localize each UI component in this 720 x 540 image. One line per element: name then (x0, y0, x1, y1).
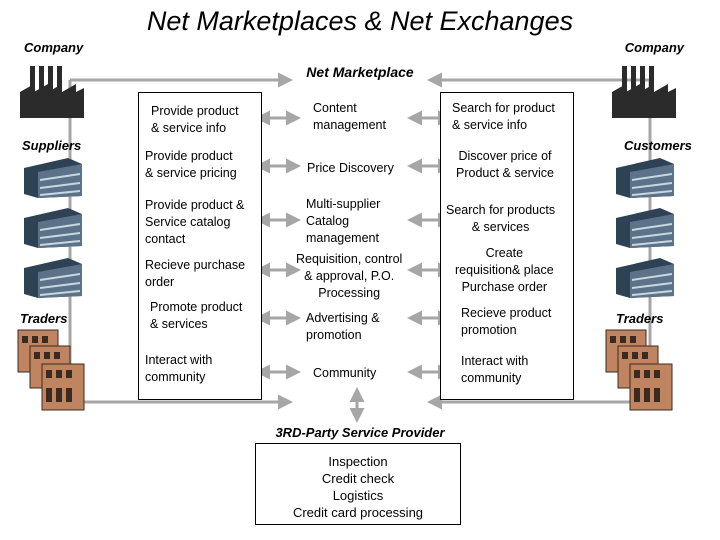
right-function-1: Search for product & service info (452, 101, 555, 132)
supplier-functions-box (138, 92, 262, 400)
customer-functions-box (440, 92, 574, 400)
company-label-left: Company (24, 40, 84, 55)
left-function-1: Provide product & service info (151, 104, 239, 135)
factory-icon (20, 66, 84, 118)
left-function-4: Recieve purchase order (145, 258, 246, 289)
traders-label-left: Traders (20, 311, 68, 326)
factory-icon (612, 66, 676, 118)
mid-function-5: Advertising & promotion (306, 311, 380, 342)
mid-function-6: Community (313, 366, 377, 380)
storefront-icon (605, 329, 673, 411)
third-party-services: Inspection Credit check Logistics Credit… (255, 453, 461, 521)
right-function-6: Interact with community (461, 354, 529, 385)
left-function-6: Interact with community (145, 353, 213, 384)
page-title: Net Marketplaces & Net Exchanges (146, 6, 574, 36)
mid-function-3: Multi-supplier Catalog management (306, 197, 381, 245)
right-function-3: Search for products & services (446, 203, 556, 234)
left-function-3: Provide product & Service catalog contac… (145, 198, 245, 246)
suppliers-label: Suppliers (22, 138, 82, 153)
office-building-icon (24, 158, 82, 198)
office-building-icon (24, 208, 82, 248)
right-function-4: Create requisition& place Purchase order (455, 246, 554, 294)
mid-function-2: Price Discovery (307, 161, 394, 175)
mid-function-4: Requisition, control & approval, P.O. Pr… (296, 252, 403, 300)
service-credit-card: Credit card processing (292, 505, 424, 520)
right-function-5: Recieve product promotion (461, 306, 552, 337)
left-function-5: Promote product & services (150, 300, 243, 331)
company-label-right: Company (624, 40, 684, 55)
customers-label: Customers (624, 138, 692, 153)
traders-label-right: Traders (616, 311, 664, 326)
right-function-2: Discover price of Product & service (456, 149, 554, 180)
third-party-box (255, 443, 461, 525)
service-credit-check: Credit check (321, 471, 395, 486)
service-logistics: Logistics (332, 488, 384, 503)
storefront-icon (17, 329, 85, 411)
mid-function-1: Content management (313, 101, 386, 132)
office-building-icon (616, 258, 674, 298)
service-inspection: Inspection (328, 454, 388, 469)
left-function-2: Provide product & service pricing (145, 149, 237, 180)
office-building-icon (24, 258, 82, 298)
office-building-icon (616, 208, 674, 248)
office-building-icon (616, 158, 674, 198)
third-party-title: 3RD-Party Service Provider (275, 425, 445, 440)
net-marketplace-title: Net Marketplace (306, 64, 414, 80)
